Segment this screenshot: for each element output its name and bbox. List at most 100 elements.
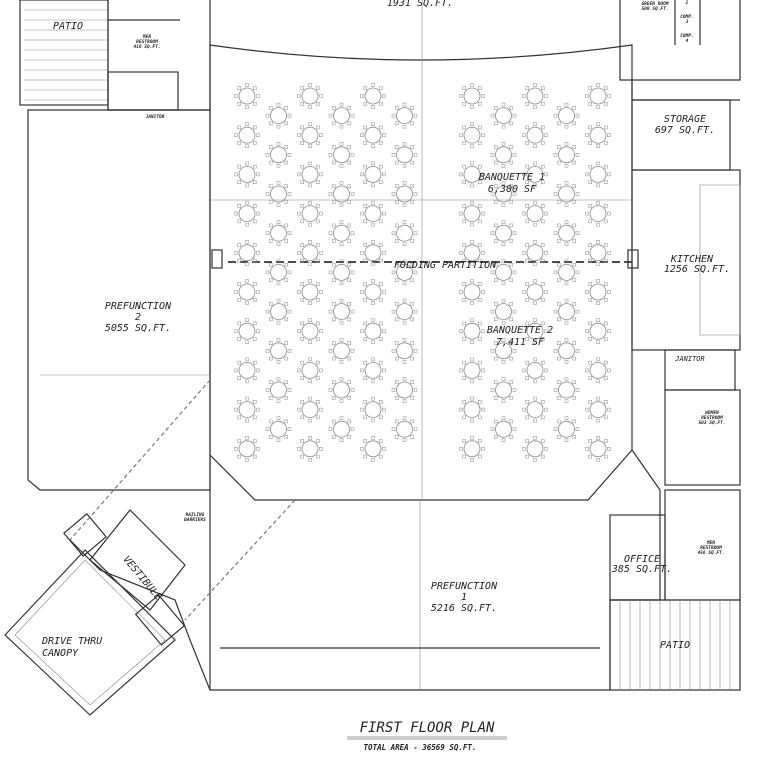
- janitor-e-label: JANITOR: [674, 355, 705, 363]
- round-table: [459, 318, 485, 344]
- kitchen-area: 1256 SQ.FT.: [664, 264, 730, 275]
- railing-label2: BARRIERS: [183, 517, 206, 523]
- men-restroom-e-area: 456 SQ.FT.: [697, 550, 724, 556]
- storage-area: 697 SQ.FT.: [655, 125, 715, 136]
- round-table: [459, 200, 485, 227]
- office-area: 385 SQ.FT.: [611, 564, 672, 575]
- round-table: [265, 416, 292, 442]
- round-table: [585, 122, 611, 148]
- round-table: [459, 436, 485, 462]
- round-table: [391, 298, 418, 325]
- round-table: [585, 200, 611, 227]
- partition-pocket-left: [211, 249, 223, 269]
- round-table: [328, 416, 355, 442]
- round-table: [297, 318, 323, 344]
- round-table: [328, 298, 355, 325]
- round-table: [328, 338, 355, 364]
- round-table: [360, 240, 386, 266]
- stair-nw: [107, 71, 179, 111]
- kitchen-label: KITCHEN: [670, 254, 714, 265]
- round-table: [490, 377, 517, 403]
- round-table: [265, 142, 292, 168]
- walls: [4, 0, 741, 740]
- round-table: [328, 181, 355, 207]
- round-table: [360, 161, 386, 188]
- total-area: TOTAL AREA - 36569 SQ.FT.: [364, 743, 477, 752]
- round-table: [360, 279, 386, 305]
- round-table: [297, 161, 323, 188]
- round-table: [265, 298, 292, 325]
- women-restroom-walls: [664, 389, 741, 486]
- round-table: [553, 102, 580, 129]
- round-table: [360, 396, 386, 423]
- comp-2-label: 2: [685, 0, 689, 6]
- patio-nw-label: PATIO: [53, 21, 83, 32]
- canopy-label2: CANOPY: [42, 648, 79, 659]
- round-table: [297, 200, 323, 227]
- round-table: [553, 298, 580, 325]
- men-restroom-n-label: MEN: [142, 34, 151, 40]
- prefunction-1-label: PREFUNCTION: [431, 581, 498, 592]
- round-table: [490, 259, 517, 286]
- round-table: [328, 102, 355, 129]
- round-table: [265, 181, 292, 207]
- patio-se-label: PATIO: [660, 640, 690, 651]
- round-table: [490, 298, 517, 325]
- round-table: [265, 338, 292, 364]
- round-table: [234, 396, 260, 423]
- round-table: [585, 279, 611, 305]
- round-table: [265, 102, 292, 129]
- round-table: [522, 279, 548, 305]
- round-table: [459, 396, 485, 423]
- office-label: OFFICE: [624, 554, 660, 565]
- round-table: [360, 436, 386, 462]
- round-table: [490, 142, 517, 168]
- round-table: [553, 416, 580, 442]
- round-table: [585, 318, 611, 344]
- round-table: [522, 83, 548, 109]
- round-table: [553, 220, 580, 246]
- round-table: [391, 338, 418, 364]
- round-table: [391, 416, 418, 442]
- green-room-label: GREEN ROOM: [641, 1, 668, 7]
- round-table: [553, 377, 580, 403]
- round-table: [297, 83, 323, 109]
- round-table: [234, 318, 260, 344]
- round-table: [585, 436, 611, 462]
- railing-label: RAILING: [186, 512, 205, 518]
- round-table: [585, 396, 611, 423]
- comp-4-label: COMP.: [680, 33, 694, 39]
- round-table: [553, 142, 580, 168]
- banquette-1-label: BANQUETTE 1: [479, 172, 545, 183]
- round-table: [459, 83, 485, 109]
- round-table: [297, 436, 323, 462]
- round-table: [328, 377, 355, 403]
- round-table: [459, 161, 485, 188]
- plan-title: FIRST FLOOR PLAN: [360, 720, 495, 736]
- round-table: [490, 220, 517, 246]
- canopy-label: DRIVE THRU: [41, 636, 103, 647]
- round-table: [328, 259, 355, 286]
- round-table: [391, 142, 418, 168]
- round-table: [265, 220, 292, 246]
- round-table: [522, 318, 548, 344]
- round-table: [522, 240, 548, 266]
- prefunction-1-walls: [209, 449, 661, 691]
- banquette-2-area: 7,411 SF: [496, 337, 545, 348]
- round-table: [522, 396, 548, 423]
- round-table: [360, 318, 386, 344]
- round-table: [553, 338, 580, 364]
- prefunction-1-num: 1: [461, 592, 467, 603]
- prefunction-2-area: 5055 SQ.FT.: [105, 323, 171, 334]
- round-table: [522, 357, 548, 384]
- round-table: [297, 122, 323, 148]
- women-restroom-label: WOMEN: [705, 410, 719, 416]
- prefunction-1-area: 5216 SQ.FT.: [431, 603, 497, 614]
- round-table: [585, 240, 611, 266]
- round-table: [585, 161, 611, 188]
- round-table: [265, 259, 292, 286]
- round-table: [391, 102, 418, 129]
- round-table: [297, 357, 323, 384]
- men-restroom-n-label2: RESTROOM: [136, 39, 158, 45]
- round-table: [522, 161, 548, 188]
